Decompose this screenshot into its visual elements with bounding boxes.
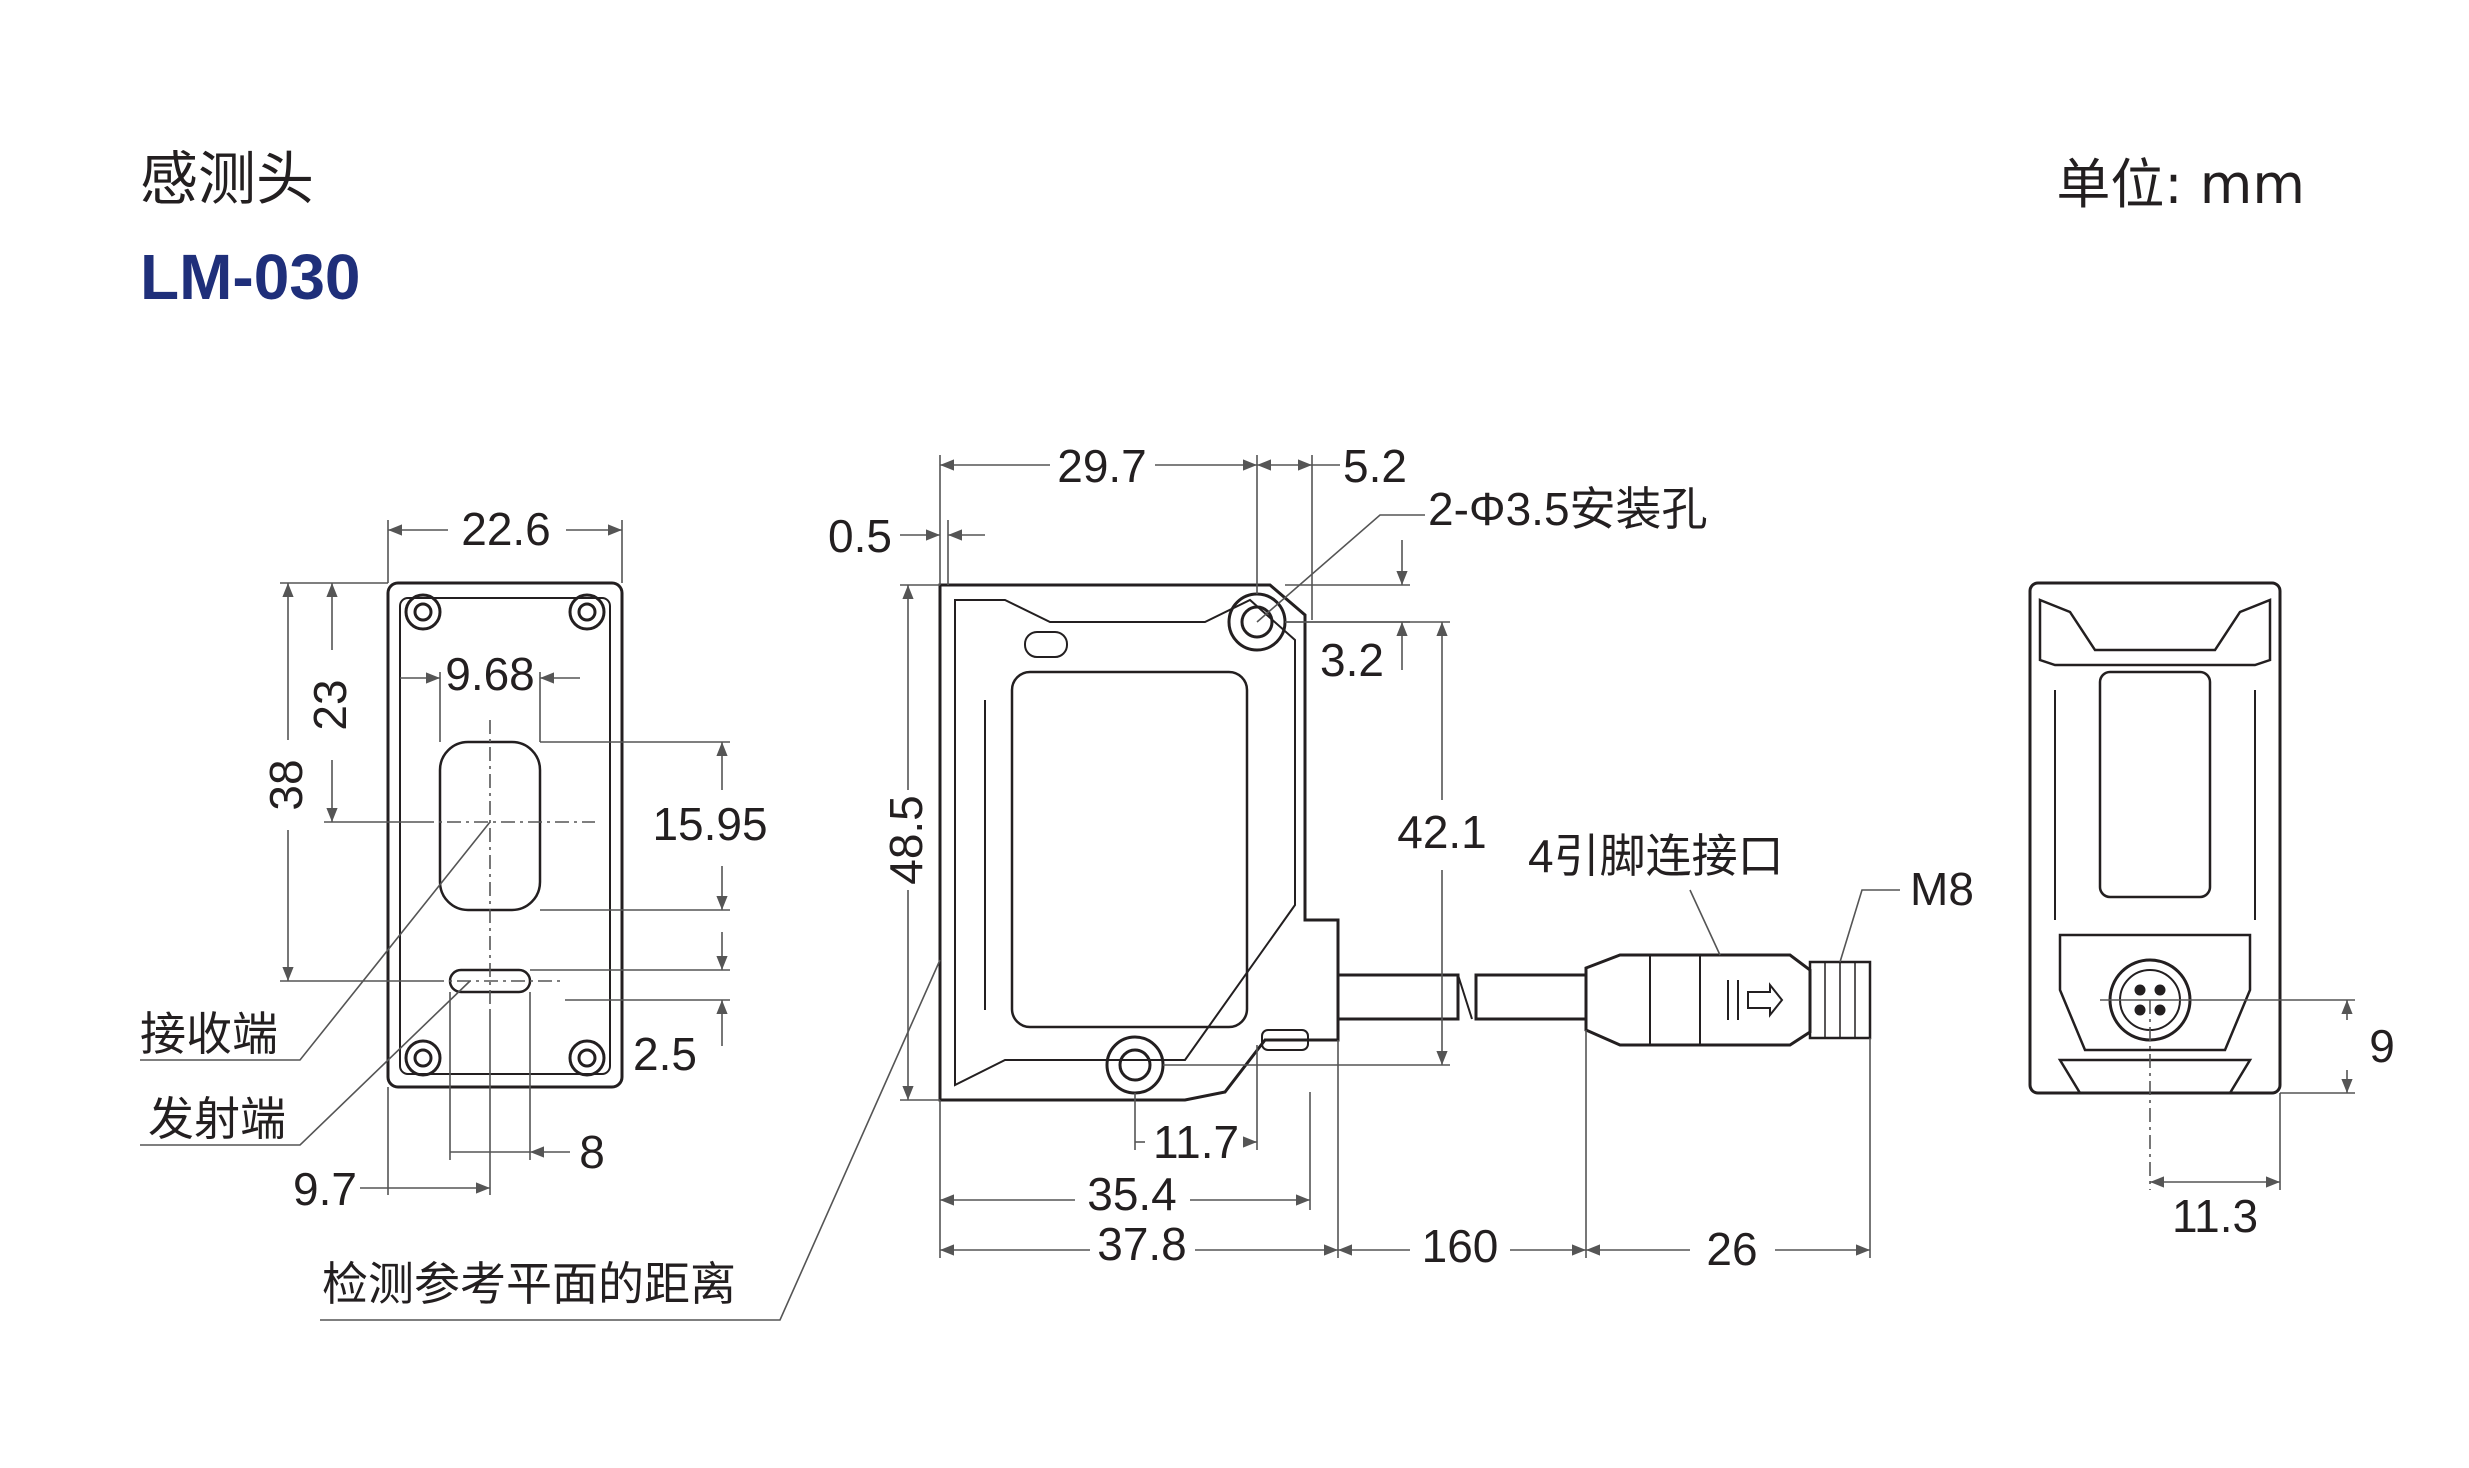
side-view-labels: 29.7 5.2 0.5 2-Φ3.5安装孔 3.2 48.5 42.1 4引脚… xyxy=(322,440,1974,1310)
label-connector: 4引脚连接口 xyxy=(1528,830,1784,882)
dim-connector-height: 9 xyxy=(2369,1020,2395,1072)
dim-side-height: 48.5 xyxy=(880,795,932,885)
rear-bottom-foot xyxy=(2057,1058,2253,1095)
unit-label: 单位: mm xyxy=(2056,153,2305,216)
dim-window-offset: 9.68 xyxy=(445,648,535,700)
model-name: LM-030 xyxy=(140,241,361,313)
rear-view xyxy=(2028,581,2282,1095)
label-receiver: 接收端 xyxy=(140,1008,278,1060)
dim-front-width: 22.6 xyxy=(461,503,551,555)
side-body-outline xyxy=(938,583,1340,1102)
side-slot xyxy=(1024,631,1068,658)
label-mounting-holes: 2-Φ3.5安装孔 xyxy=(1428,483,1708,535)
page-title: 感测头 xyxy=(140,145,315,213)
dim-emitter-offset: 2.5 xyxy=(633,1028,697,1080)
rear-body-outline xyxy=(2028,581,2282,1095)
dim-total-width: 37.8 xyxy=(1097,1218,1187,1270)
front-view-dimensions xyxy=(140,520,730,1195)
rear-window xyxy=(2098,670,2212,899)
dim-connector: 26 xyxy=(1706,1223,1757,1275)
side-view xyxy=(938,583,1340,1102)
dim-emitter-pos: 9.7 xyxy=(293,1163,357,1215)
dim-window-height: 15.95 xyxy=(652,798,767,850)
side-body-frame xyxy=(954,598,1296,1087)
label-emitter: 发射端 xyxy=(148,1093,286,1145)
rear-connector-housing xyxy=(2058,933,2252,1052)
dim-upper-height: 23 xyxy=(304,679,356,730)
cable-far xyxy=(1474,973,1588,1021)
dim-connector-offset: 11.3 xyxy=(2172,1190,2258,1242)
rear-view-labels: 9 11.3 xyxy=(2172,1020,2395,1242)
dim-hole-offset: 3.2 xyxy=(1320,634,1384,686)
front-body-inner xyxy=(399,597,611,1075)
dim-hole-span: 42.1 xyxy=(1397,806,1487,858)
rear-view-dimensions xyxy=(2100,999,2355,1190)
label-thread: M8 xyxy=(1910,863,1974,915)
screw-icon xyxy=(404,593,442,631)
dim-body-width: 35.4 xyxy=(1087,1168,1177,1220)
dim-top-width: 29.7 xyxy=(1057,440,1147,492)
mounting-hole-icon xyxy=(1105,1035,1165,1095)
front-view-labels: 22.6 9.68 23 38 15.95 2.5 8 9.7 接收端 发射端 xyxy=(140,503,768,1215)
screw-icon xyxy=(568,593,606,631)
screw-icon xyxy=(404,1039,442,1077)
rear-top-cap xyxy=(2038,598,2272,667)
arrow-icon xyxy=(1727,980,1784,1020)
dim-cable: 160 xyxy=(1422,1220,1499,1272)
cable xyxy=(1336,973,1460,1021)
dim-top-right: 5.2 xyxy=(1343,440,1407,492)
side-window xyxy=(1010,670,1249,1029)
cable-connector xyxy=(1336,953,1872,1047)
connector-body xyxy=(1584,953,1812,1047)
dim-edge: 0.5 xyxy=(828,510,892,562)
dim-total-height: 38 xyxy=(260,759,312,810)
front-body-outline xyxy=(386,581,624,1089)
dim-emitter-width: 8 xyxy=(579,1126,605,1178)
screw-icon xyxy=(568,1039,606,1077)
dim-bottom-hole: 11.7 xyxy=(1153,1116,1239,1168)
label-reference-plane: 检测参考平面的距离 xyxy=(322,1258,736,1310)
side-view-dimensions xyxy=(320,455,1900,1321)
